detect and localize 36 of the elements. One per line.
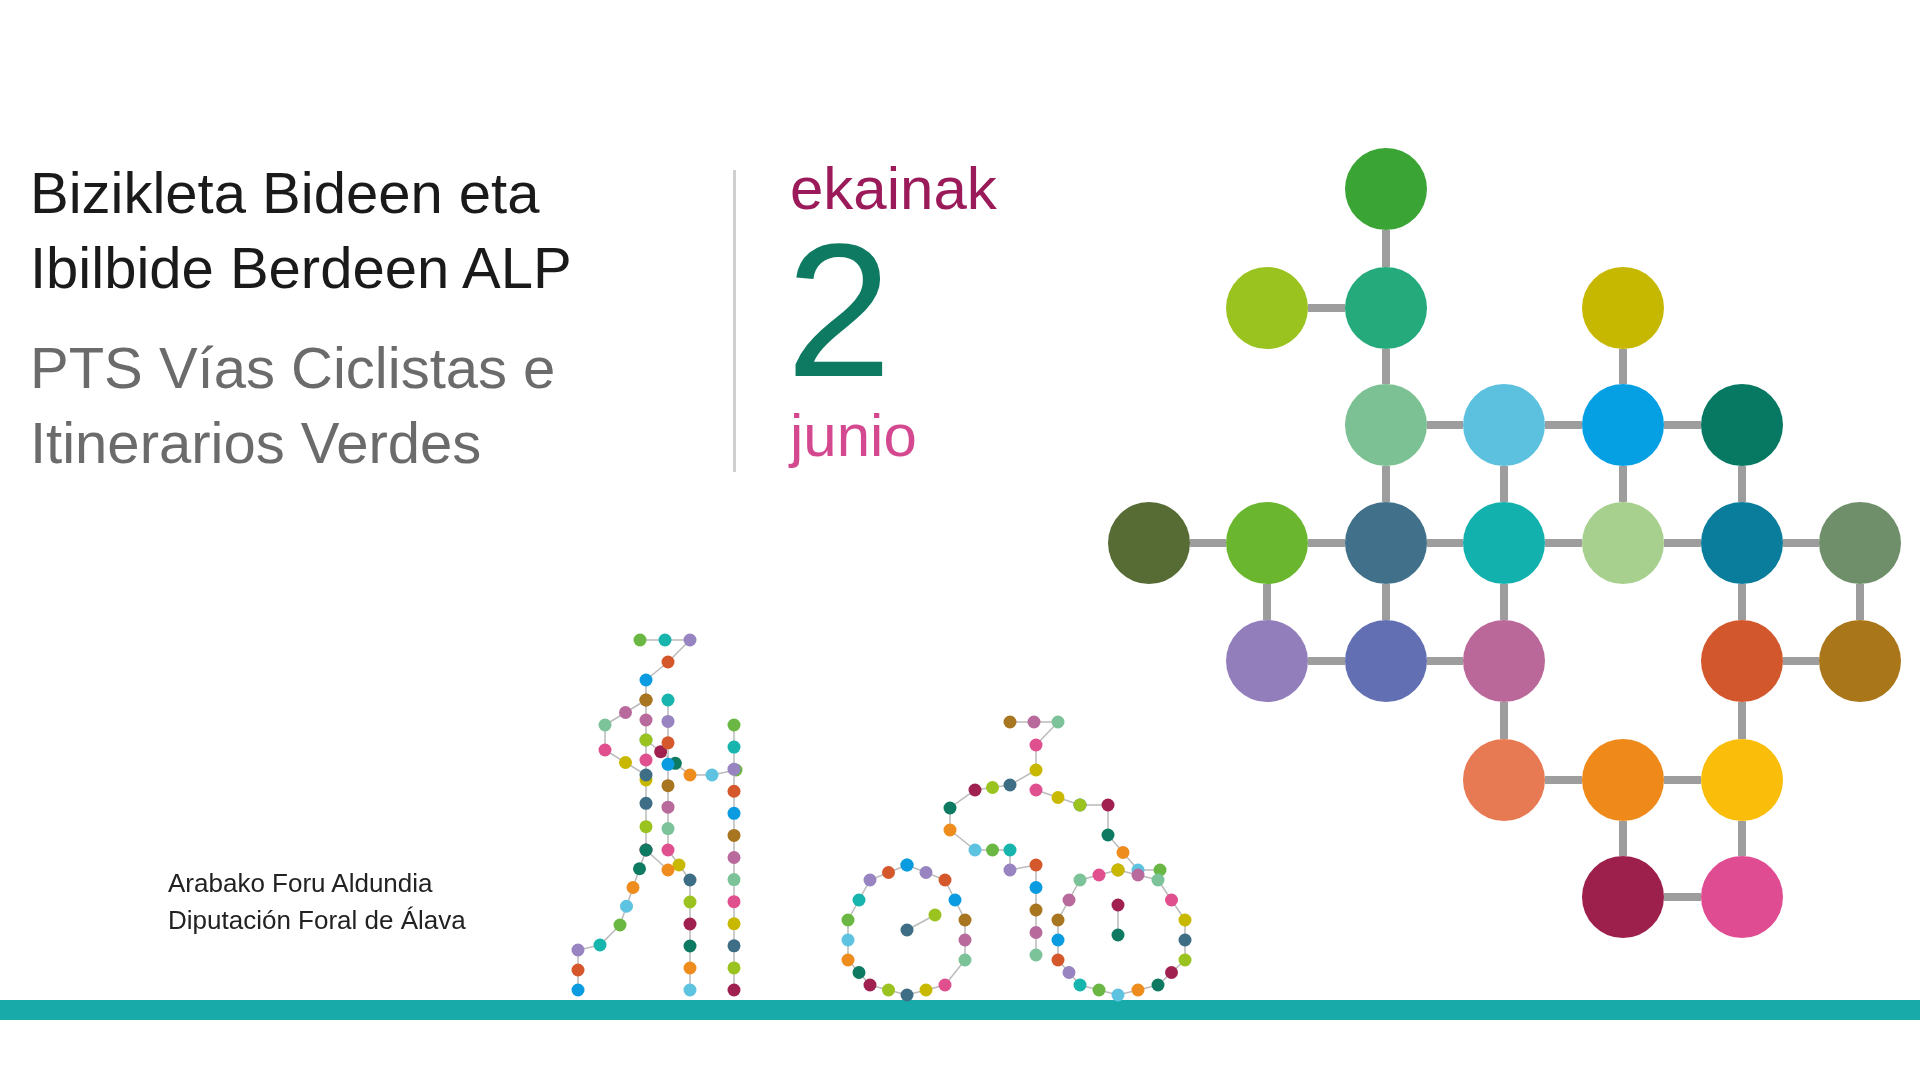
connector-line xyxy=(1738,584,1746,620)
connector-line xyxy=(1664,776,1701,784)
connector-line xyxy=(1382,349,1390,384)
subtitle-text: PTS Vías Ciclistas e Itinerarios Verdes xyxy=(30,334,557,478)
connector-line xyxy=(1738,702,1746,739)
connector-line xyxy=(1783,539,1819,547)
connector-line xyxy=(1308,539,1345,547)
connector-line xyxy=(1308,304,1345,312)
connector-line xyxy=(1308,657,1345,665)
connector-line xyxy=(1545,421,1582,429)
connector-line xyxy=(1500,584,1508,620)
connector-line xyxy=(1427,421,1463,429)
organization-name: Diputación Foral de Álava xyxy=(168,905,466,937)
connector-line xyxy=(1500,702,1508,739)
connector-line xyxy=(1382,230,1390,267)
connector-line xyxy=(1619,821,1627,856)
connector-line xyxy=(1738,466,1746,502)
connector-line xyxy=(1619,466,1627,502)
connector-line xyxy=(1664,539,1701,547)
connector-line xyxy=(1619,349,1627,384)
connector-line xyxy=(1545,776,1582,784)
title-text: Bizikleta Bideen eta Ibilbide Berdeen ALP xyxy=(30,159,573,303)
connector-line xyxy=(1263,584,1271,620)
connector-line xyxy=(1545,539,1582,547)
connector-line xyxy=(1856,584,1864,620)
connector-line xyxy=(1664,893,1701,901)
connector-line xyxy=(1382,584,1390,620)
connector-line xyxy=(1427,539,1463,547)
connector-line xyxy=(1427,657,1463,665)
connector-line xyxy=(1382,466,1390,502)
connector-line xyxy=(1190,539,1226,547)
connector-line xyxy=(1664,421,1701,429)
organization-name: Arabako Foru Aldundia xyxy=(168,868,433,900)
connector-line xyxy=(1783,657,1819,665)
connector-line xyxy=(1500,466,1508,502)
connector-line xyxy=(1738,821,1746,856)
